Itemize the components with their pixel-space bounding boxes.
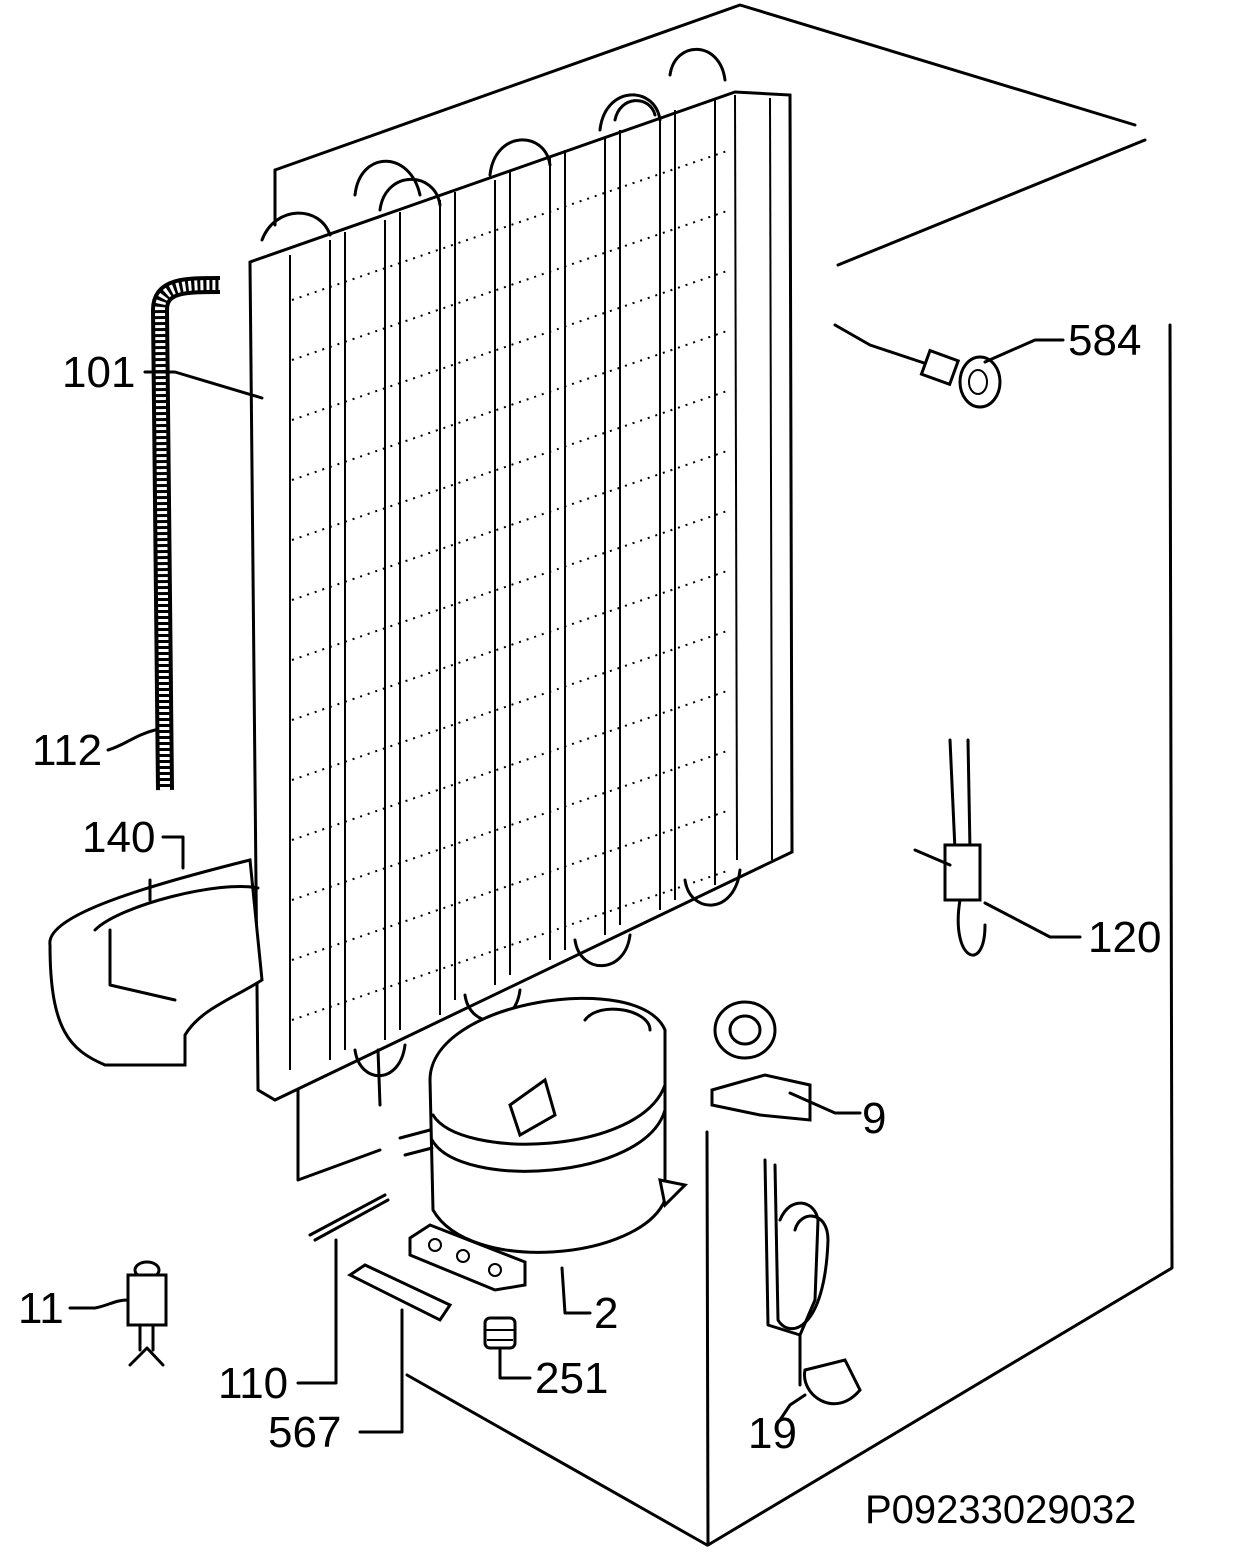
connector-tube [308,1193,390,1242]
label-584: 584 [1068,316,1141,365]
temperature-sensor [833,323,1002,409]
label-2: 2 [594,1289,618,1338]
part-labels: 101 112 140 584 120 9 2 11 110 251 567 1… [18,316,1161,1458]
label-140: 140 [82,813,155,862]
overload-protector [126,1260,168,1367]
label-567: 567 [268,1408,341,1457]
mounting-clip [710,1000,812,1122]
drawing-code: P09233029032 [865,1488,1136,1532]
label-120: 120 [1088,913,1161,962]
compressor [398,996,689,1292]
condenser-fins [289,94,773,1070]
cabinet-outline [273,3,1174,1547]
leader-lines [68,338,1082,1434]
rubber-grommet [483,1316,517,1350]
label-101: 101 [62,348,135,397]
mounting-strip [347,1263,453,1322]
drain-hose [150,276,221,791]
start-relay [913,738,987,957]
label-110: 110 [218,1359,288,1408]
power-cord [763,1158,862,1406]
label-19: 19 [748,1409,797,1458]
label-11: 11 [18,1284,64,1333]
label-112: 112 [32,726,102,775]
label-251: 251 [535,1354,608,1403]
drip-tray [48,858,264,1067]
condenser [248,47,794,1182]
label-9: 9 [862,1094,886,1143]
